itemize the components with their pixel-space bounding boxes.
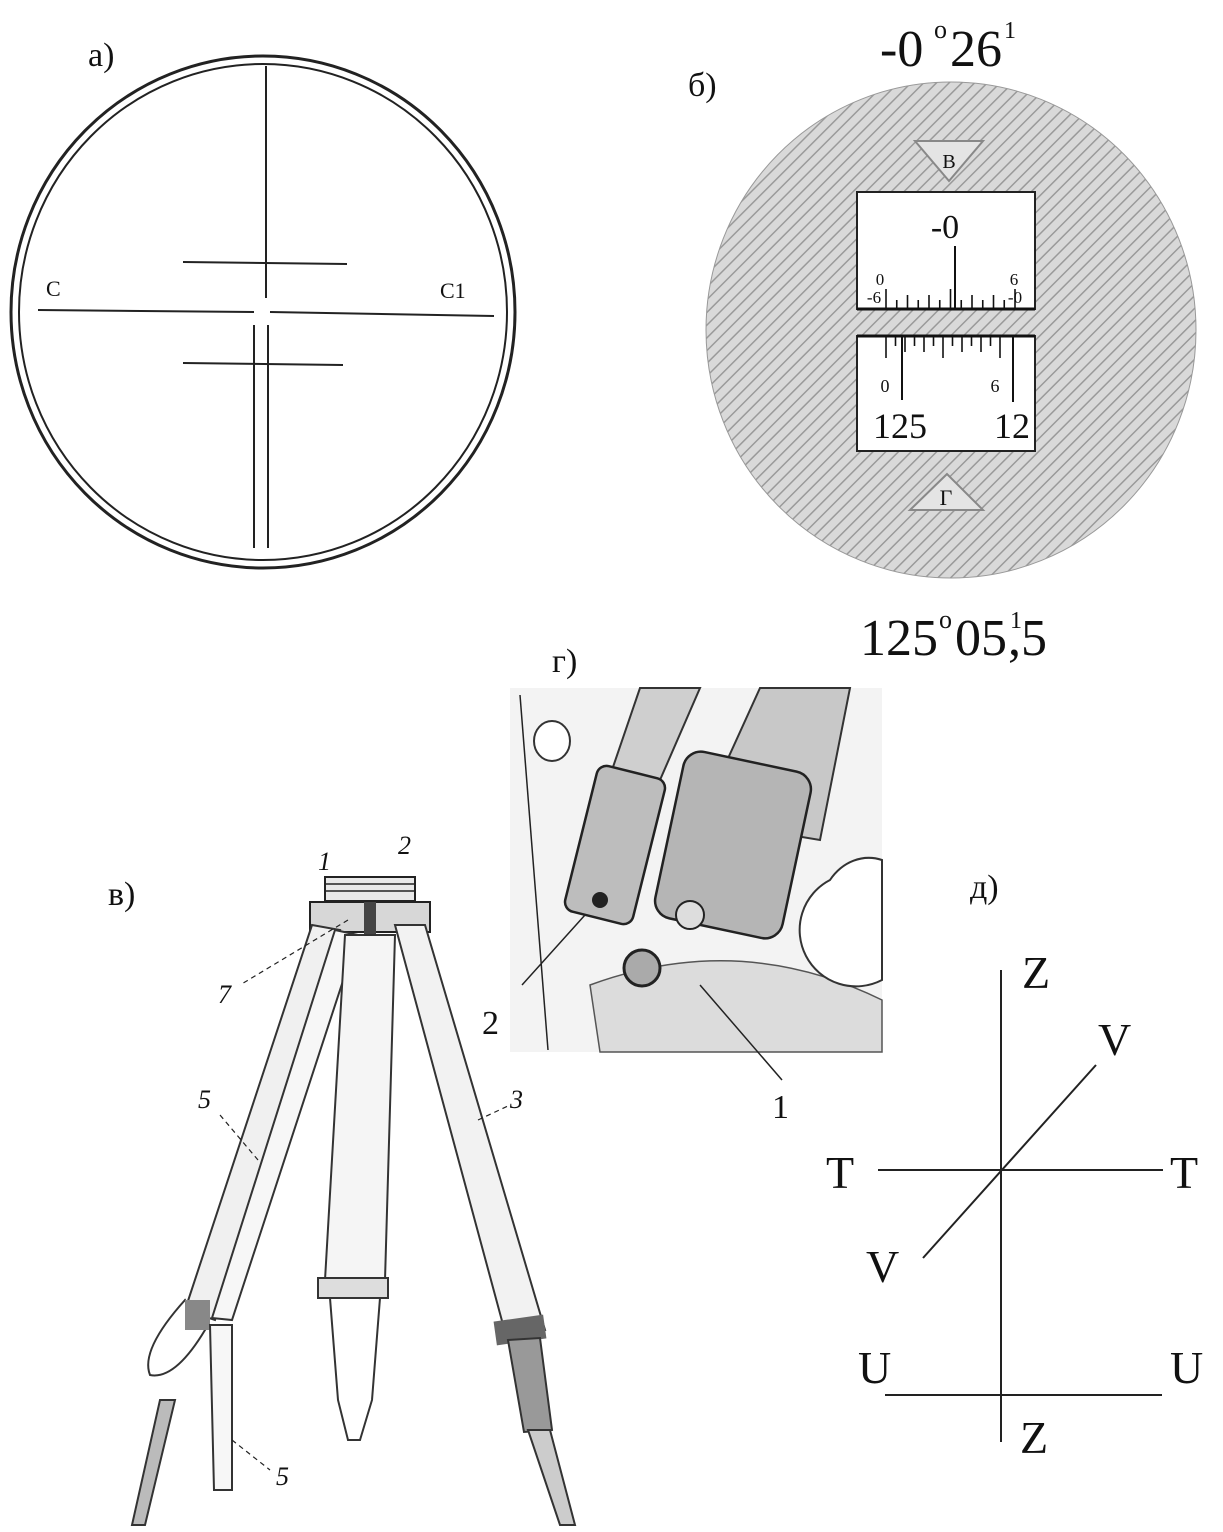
tripod-leg-left-inner [210, 928, 360, 1322]
lower-window: 0 6 125 12 [856, 334, 1036, 452]
lower-window-right-small: 6 [991, 376, 1000, 396]
tripod-callout-7: 7 [218, 980, 232, 1009]
bottom-reading-minute-symbol: 1 [1010, 608, 1022, 634]
stadia-hair-upper [182, 261, 348, 265]
upper-window-left-top: 0 [876, 270, 885, 289]
tripod-left-spike [130, 1399, 177, 1526]
top-reading-degree-symbol: o [934, 15, 947, 44]
tripod-callout-2: 2 [398, 831, 411, 860]
tripod-callout-line-5-upper [219, 1114, 259, 1161]
axis-label-t-left: T [826, 1147, 854, 1198]
panel-g-screws: г) 2 1 [482, 643, 883, 1126]
lower-scale-ticks [885, 336, 1001, 358]
tripod-callout-1: 1 [318, 847, 331, 876]
axis-label-u-left: U [858, 1342, 891, 1393]
tripod-middle-foot [328, 1297, 382, 1441]
bottom-reading-degrees: 125 [860, 610, 938, 667]
panel-b-microscope: б) -0 o 26 1 В -0 0 -6 6 -0 [688, 15, 1197, 667]
reticle-inner-ring [18, 63, 508, 561]
photo-level-vial [798, 856, 883, 988]
panel-b-label: б) [688, 67, 717, 104]
micrometer-screw-small [563, 764, 667, 926]
axis-label-t-right: T [1170, 1147, 1198, 1198]
top-reading-minute-symbol: 1 [1004, 18, 1016, 44]
panel-g-label: г) [552, 643, 577, 680]
lower-window-left-small: 0 [881, 376, 890, 396]
callout-line-1 [699, 984, 783, 1081]
panel-g-callout-1: 1 [772, 1089, 789, 1126]
microscope-field [705, 81, 1197, 579]
tripod-right-lower [506, 1336, 554, 1434]
tripod-callout-3: 3 [509, 1085, 523, 1114]
tripod-callout-5-upper: 5 [198, 1085, 211, 1114]
screw-large-head [675, 900, 705, 930]
axis-v [922, 1064, 1097, 1259]
reticle-mark-right: C1 [440, 278, 466, 303]
axis-label-z-bottom: Z [1020, 1412, 1048, 1463]
bottom-triangle-letter: Г [940, 485, 953, 510]
tripod-left-clamp [185, 1300, 210, 1330]
reticle-mark-left: C [46, 276, 61, 301]
tripod-leg-left-outer [183, 923, 342, 1322]
upper-window-left-bottom: -6 [867, 288, 881, 307]
bottom-reading: 125 o 05 1 ,5 [860, 605, 1047, 667]
panel-v-label: в) [108, 876, 135, 913]
upper-window: -0 0 -6 6 -0 [856, 191, 1036, 311]
tripod-callout-5-lower: 5 [276, 1462, 289, 1491]
top-triangle-letter: В [942, 151, 955, 173]
callout-line-2 [521, 914, 586, 986]
panel-d-label: д) [970, 869, 999, 906]
tripod-callout-line-3 [477, 1104, 511, 1121]
reticle-outer-ring [9, 54, 517, 570]
panel-a-reticle: а) C C1 [9, 37, 517, 570]
photo-edge-left [519, 694, 549, 1051]
tripod-head [324, 876, 416, 902]
reticle-horizontal-right [269, 311, 495, 317]
top-reading: -0 o 26 1 [880, 15, 1016, 78]
upper-window-center: -0 [931, 209, 959, 246]
tripod-right-spike [526, 1429, 577, 1526]
top-reading-minutes: 26 [950, 21, 1002, 78]
stadia-hair-lower [182, 362, 344, 366]
lower-window-left-big: 125 [873, 406, 927, 446]
screw-large-knob [622, 948, 662, 988]
panel-v-tripod: в) 1 2 7 5 3 5 [108, 831, 577, 1526]
upper-window-right-bottom: -0 [1008, 288, 1022, 307]
axis-label-z-top: Z [1022, 947, 1050, 998]
upper-window-right-top: 6 [1010, 270, 1019, 289]
screw-small-hole [592, 892, 608, 908]
photo-round-detail [533, 720, 571, 762]
upper-scale-ticks [885, 289, 1016, 309]
reticle-horizontal-left [37, 309, 255, 313]
tripod-clamp-screw [364, 902, 376, 936]
axis-label-u-right: U [1170, 1342, 1203, 1393]
axis-label-v-top: V [1098, 1014, 1131, 1065]
bottom-triangle [907, 472, 986, 511]
micrometer-screw-large [653, 750, 813, 940]
bottom-reading-fraction: ,5 [1008, 610, 1047, 667]
top-triangle [912, 140, 986, 183]
bottom-reading-minutes: 05 [955, 610, 1007, 667]
axis-label-v-bottom: V [866, 1241, 899, 1292]
tripod-callout-line-7 [239, 919, 349, 986]
top-reading-degrees: -0 [880, 21, 923, 78]
tripod-middle-clamp [317, 1277, 389, 1299]
tripod-callout-line-5-lower [231, 1439, 271, 1471]
tripod-left-lower [208, 1324, 233, 1491]
panel-a-label: а) [88, 37, 114, 74]
panel-g-callout-2: 2 [482, 1005, 499, 1042]
lower-window-right-big: 12 [994, 406, 1030, 446]
panel-d-axes: д) Z Z V V T T U U [826, 869, 1203, 1463]
bottom-reading-degree-symbol: o [939, 605, 952, 634]
